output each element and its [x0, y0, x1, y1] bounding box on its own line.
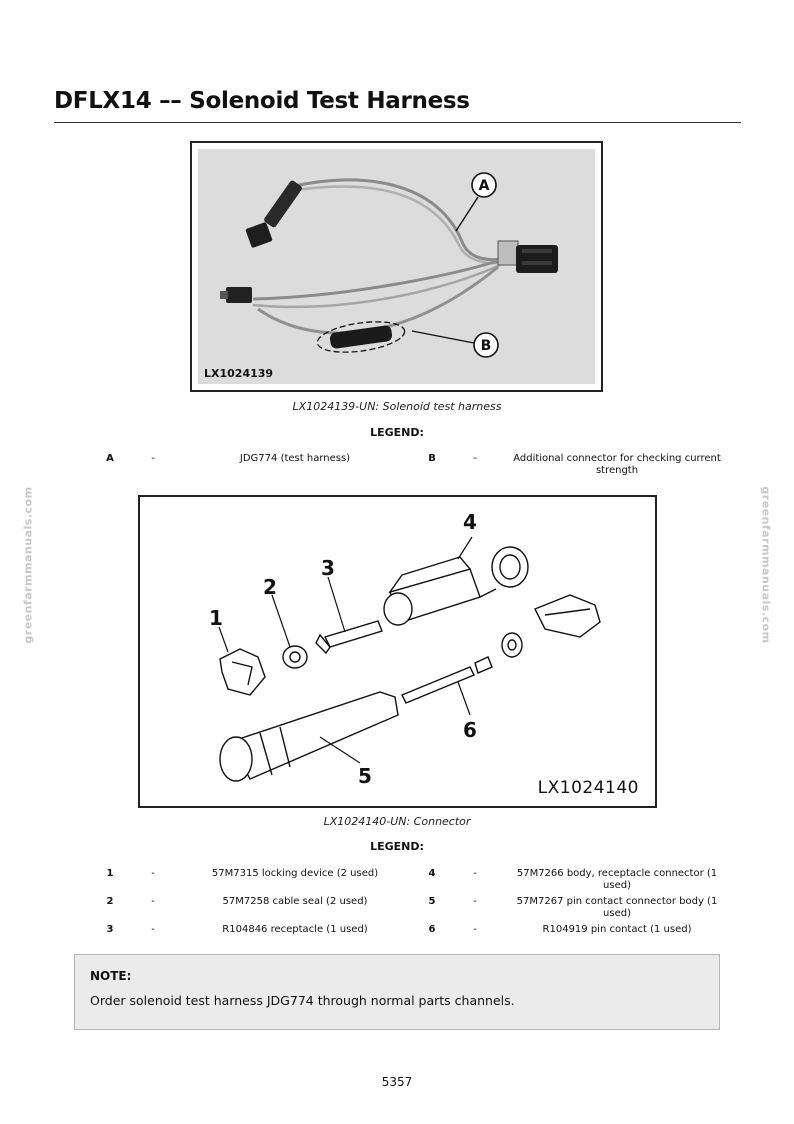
harness-photo: A B LX1024139 — [198, 149, 595, 384]
callout-5: 5 — [358, 764, 372, 788]
harness-legend-title: LEGEND: — [370, 426, 424, 439]
callout-1: 1 — [209, 606, 223, 630]
title-divider — [54, 122, 741, 123]
callout-4: 4 — [463, 510, 477, 534]
connector-figure: 1 2 3 4 5 6 LX1024140 — [138, 495, 657, 808]
harness-caption: LX1024139-UN: Solenoid test harness — [292, 400, 502, 413]
connector-caption: LX1024140-UN: Connector — [323, 815, 471, 828]
page-title: DFLX14 –– Solenoid Test Harness — [54, 88, 470, 114]
watermark-left: greenfarmmanuals.com — [21, 486, 35, 644]
callout-a: A — [479, 178, 490, 194]
connector-image-tag: LX1024140 — [537, 778, 639, 798]
callout-6: 6 — [463, 718, 477, 742]
harness-figure: A B LX1024139 — [190, 141, 603, 392]
connector-legend-title: LEGEND: — [370, 840, 424, 853]
page-number: 5357 — [381, 1075, 413, 1089]
callout-b: B — [481, 338, 492, 354]
note-heading: NOTE: — [90, 969, 132, 983]
watermark-right: greenfarmmanuals.com — [759, 486, 773, 644]
callout-3: 3 — [321, 556, 335, 580]
harness-image-tag: LX1024139 — [204, 367, 274, 380]
harness-illustration: A B — [220, 172, 558, 358]
connector-illustration: 1 2 3 4 5 6 — [209, 510, 601, 788]
callout-2: 2 — [263, 575, 277, 599]
note-text: Order solenoid test harness JDG774 throu… — [90, 993, 515, 1008]
note-box: NOTE: Order solenoid test harness JDG774… — [74, 954, 720, 1030]
